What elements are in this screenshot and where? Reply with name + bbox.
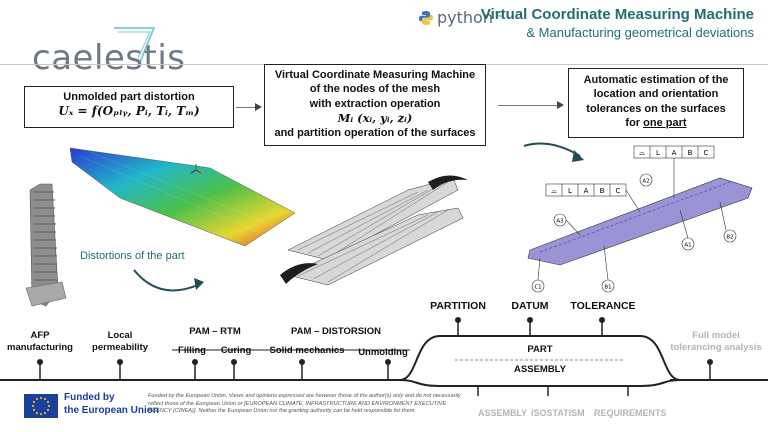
callout-a1-label: A1 [684,243,691,249]
vcmm-line-3: with extraction operation [309,97,441,110]
full-model-dot [707,359,713,365]
vcmm-formula: Mᵢ (xᵢ, yᵢ, zᵢ) [337,110,413,125]
page-subtitle: & Manufacturing geometrical deviations [526,25,754,40]
tolerance-label: TOLERANCE [570,300,636,312]
frame2-symbol: ⌓ [551,187,557,195]
auto-line-1: Automatic estimation of the [583,74,729,86]
axes-icon [190,164,202,174]
callout-a3: A3 [553,213,581,236]
frame1-cell-1: L [656,149,660,157]
partition-label: PARTITION [430,300,486,312]
caelestis-logo: caelestis [32,38,186,78]
mesh-part-image [280,175,468,286]
pam-distortion-label: PAM – DISTORSION [291,326,381,337]
tolerance-frame-2: ⌓ L A B C [545,183,641,213]
datum-label: DATUM [511,300,549,312]
tolerance-frame-1: ⌓ L A B C [633,145,715,198]
tolerance-dot [599,317,605,323]
part-label: PART [527,344,553,355]
distortions-caption: Distortions of the part [80,250,185,262]
eu-funded-line-1: Funded by [64,392,115,403]
vcmm-line-1: Virtual Coordinate Measuring Machine [274,69,476,81]
callout-b1-label: B1 [604,285,611,291]
arrow-2-head [557,101,564,109]
solid-mech-dot [299,359,305,365]
callout-a2: A2 [639,173,653,187]
frame2-cell-3: B [600,187,605,195]
tolerance-part-image: ⌓ L A B C ⌓ L A B C A2 A3 A1 B2 [527,145,753,293]
arrow-1-head [255,103,262,111]
frame2-cell-4: C [616,187,621,195]
afp-blade-image [25,183,67,307]
filling-dot [192,359,198,365]
caelestis-swoosh-icon [114,27,156,63]
full-model-label: Full model tolerancing analysis [670,330,762,353]
pam-rtm-label: PAM – RTM [189,326,241,337]
bottom-requirements-label: REQUIREMENTS [594,408,667,418]
vcmm-line-2: of the nodes of the mesh [309,83,441,96]
afp-label: AFP manufacturing [7,330,73,353]
frame2-cell-1: L [568,187,572,195]
capsule-bottom [399,379,681,387]
distortion-colormap-image [69,147,296,247]
unmolding-label: Unmolding [358,347,408,358]
arrow-1 [236,107,256,108]
process-timeline [0,317,768,396]
callout-a3-label: A3 [556,219,564,225]
local-perm-dot [117,359,123,365]
auto-line-4: for one part [569,116,743,130]
callout-c1-label: C1 [534,285,541,291]
callout-b2-label: B2 [726,235,733,241]
datum-dot [527,317,533,323]
unmolding-dot [385,359,391,365]
callout-a2-label: A2 [642,179,649,185]
distortion-box: Unmolded part distortion Uₓ = f(Oₚₗᵧ, Pᵢ… [24,86,234,128]
distortion-formula: Uₓ = f(Oₚₗᵧ, Pᵢ, Tᵢ, Tₘ) [58,104,200,119]
partition-dot [455,317,461,323]
bottom-isostatism-label: ISOSTATISM [531,408,585,418]
curved-arrow-1 [133,269,204,292]
python-logo-text: python [437,8,493,27]
frame2-cell-2: A [584,187,589,195]
afp-dot [37,359,43,365]
solid-mechanics-label: Solid mechanics [269,345,345,356]
auto-line-4-prefix: for [625,116,641,129]
vcmm-box: Virtual Coordinate Measuring Machine of … [264,64,486,146]
assembly-label: ASSEMBLY [514,364,566,375]
python-tm: ™ [495,14,502,21]
eu-disclaimer: Funded by the European Union. Views and … [148,393,461,415]
bottom-assembly-label: ASSEMBLY [478,408,528,418]
filling-label: Filling [178,345,206,356]
callout-b1: B1 [601,245,615,293]
distortion-title: Unmolded part distortion [63,91,195,103]
frame1-cell-4: C [704,149,709,157]
auto-line-3: tolerances on the surfaces [586,102,726,115]
vcmm-line-4: and partition operation of the surfaces [274,126,476,139]
auto-estimation-box: Automatic estimation of the location and… [568,68,744,138]
curing-label: Curing [220,345,252,356]
eu-funded-text: Funded by the European Union [64,392,159,417]
frame1-symbol: ⌓ [639,149,645,157]
callout-c1: C1 [531,257,545,293]
local-perm-label: Local permeability [92,330,148,353]
python-icon [419,10,433,25]
eu-flag-icon [24,394,58,418]
curing-dot [231,359,237,365]
frame1-cell-2: A [672,149,677,157]
callout-a1: A1 [679,209,695,251]
auto-line-2: location and orientation [593,88,719,101]
curved-arrow-2 [523,142,584,162]
arrow-2 [498,105,558,106]
page-title: Virtual Coordinate Measuring Machine [480,6,754,23]
auto-line-4-underlined: one part [643,116,687,129]
eu-funded-line-2: the European Union [64,404,159,416]
capsule-top [399,335,681,381]
callout-b2: B2 [719,201,737,243]
frame1-cell-3: B [688,149,693,157]
